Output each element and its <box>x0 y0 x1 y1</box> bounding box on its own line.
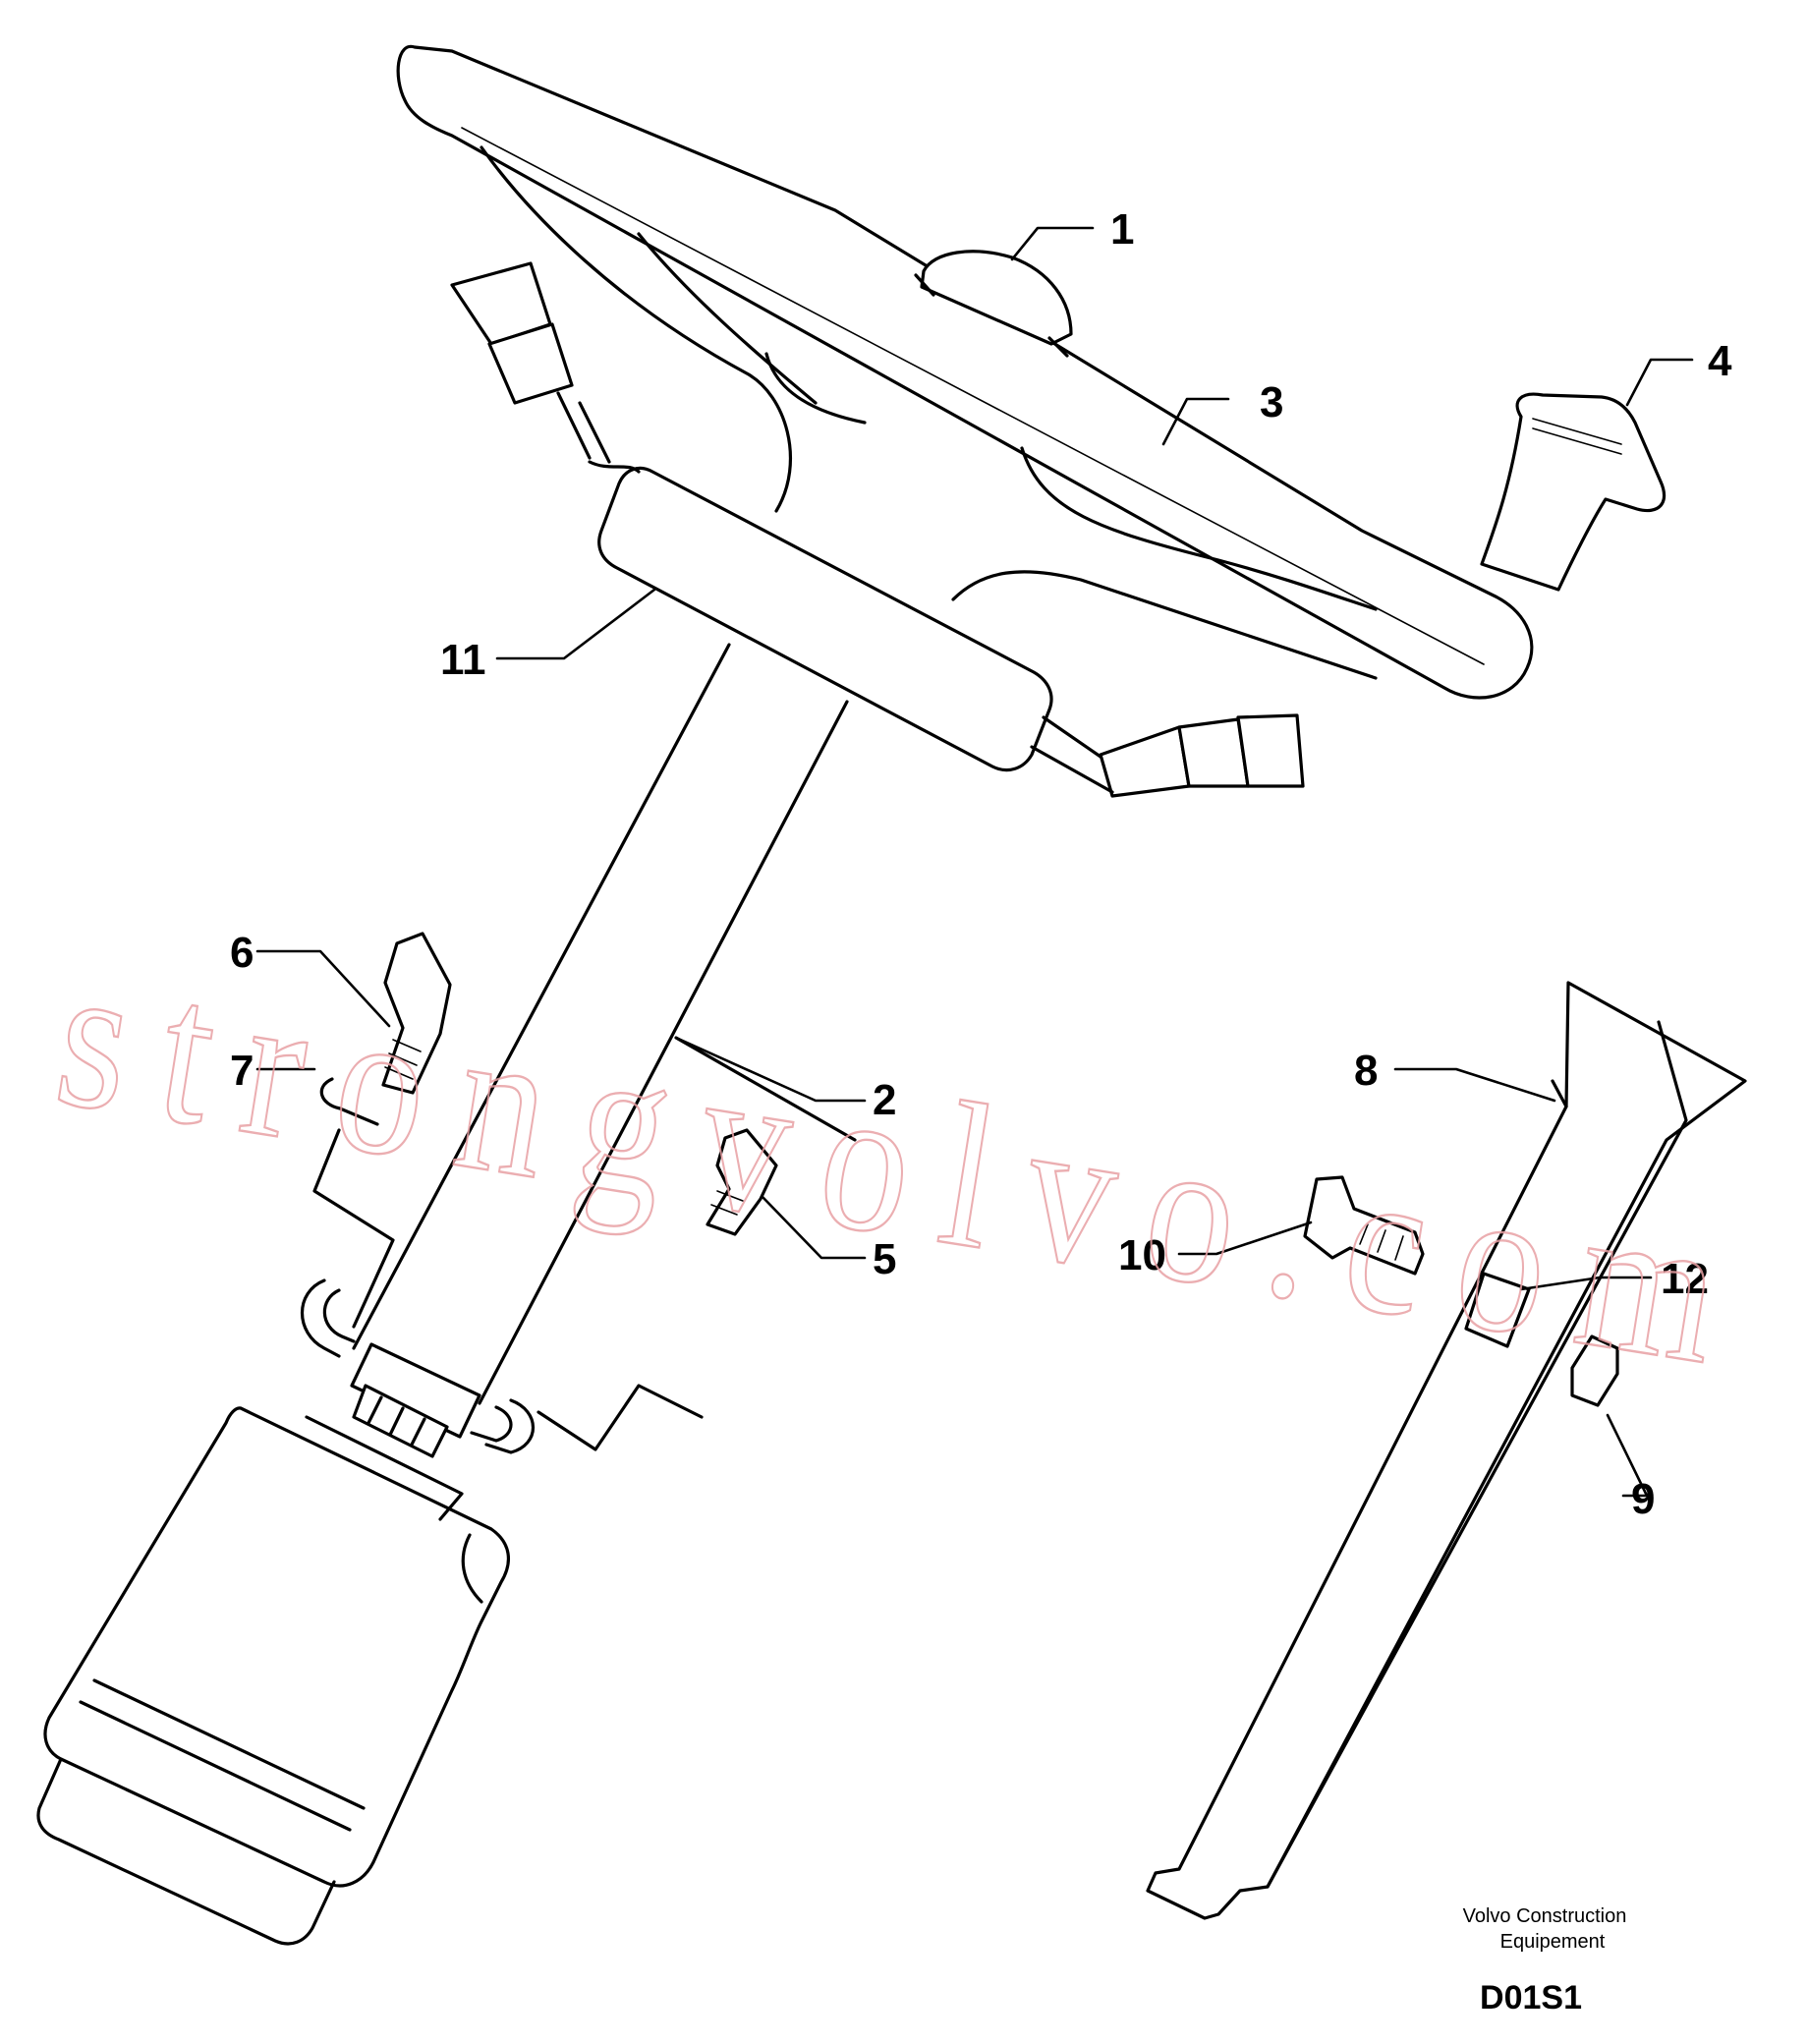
callout-10: 10 <box>1118 1231 1166 1279</box>
bolt-10 <box>1303 1175 1425 1276</box>
callout-12: 12 <box>1661 1255 1709 1303</box>
spinner-knob <box>1480 392 1667 592</box>
callout-5: 5 <box>873 1235 896 1283</box>
column-bracket <box>301 1128 704 1454</box>
callout-4: 4 <box>1708 337 1732 385</box>
credit-line-2: Equipement <box>1500 1931 1606 1953</box>
nut-9 <box>1570 1334 1619 1407</box>
watermark: strongvolvo.com <box>44 920 1769 1412</box>
callout-3: 3 <box>1260 378 1283 426</box>
callout-labels: 1 2 3 4 5 6 7 8 9 10 11 12 <box>230 205 1732 1523</box>
leader-lines <box>255 226 1694 1498</box>
multifunction-switch <box>450 261 1305 798</box>
centre-cap <box>914 250 1073 358</box>
steering-wheel <box>396 44 1534 700</box>
callout-2: 2 <box>873 1076 896 1124</box>
callout-1: 1 <box>1110 205 1134 254</box>
callout-9: 9 <box>1631 1475 1655 1523</box>
steering-valve <box>36 1342 510 1946</box>
washer-7 <box>319 1077 379 1126</box>
column-housing <box>1146 981 1747 1920</box>
callout-6: 6 <box>230 929 254 977</box>
callout-7: 7 <box>230 1047 254 1095</box>
callout-11: 11 <box>440 636 486 684</box>
figure-credit: Volvo Construction Equipement D01S1 <box>1463 1905 1627 2016</box>
callout-8: 8 <box>1354 1047 1378 1095</box>
bracket-12 <box>1464 1272 1531 1348</box>
bolt-6 <box>381 932 452 1095</box>
credit-line-1: Volvo Construction <box>1463 1905 1627 1927</box>
figure-code: D01S1 <box>1480 1979 1582 2016</box>
steering-column <box>352 643 857 1405</box>
bolt-5 <box>706 1128 778 1236</box>
